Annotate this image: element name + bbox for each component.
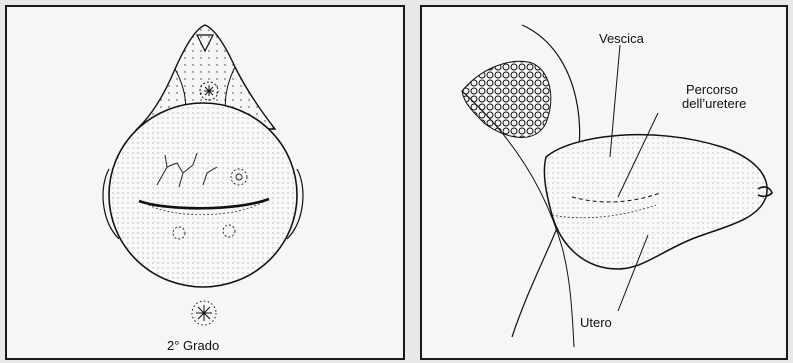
label-percorso-line2: dell’uretere [682, 97, 746, 111]
grade-caption: 2° Grado [167, 339, 219, 353]
label-percorso-line1: Percorso [682, 83, 746, 97]
left-panel: 2° Grado [5, 5, 405, 360]
right-panel: Vescica Percorso dell’uretere Utero [420, 5, 788, 360]
label-percorso-uretere: Percorso dell’uretere [682, 83, 746, 111]
label-vescica: Vescica [599, 32, 644, 46]
side-view-prolapse-illustration [422, 7, 786, 358]
anus-icon [192, 301, 216, 325]
pubic-hair [462, 61, 551, 137]
prolapse-grade-2-illustration [7, 7, 403, 358]
label-utero: Utero [580, 316, 612, 330]
